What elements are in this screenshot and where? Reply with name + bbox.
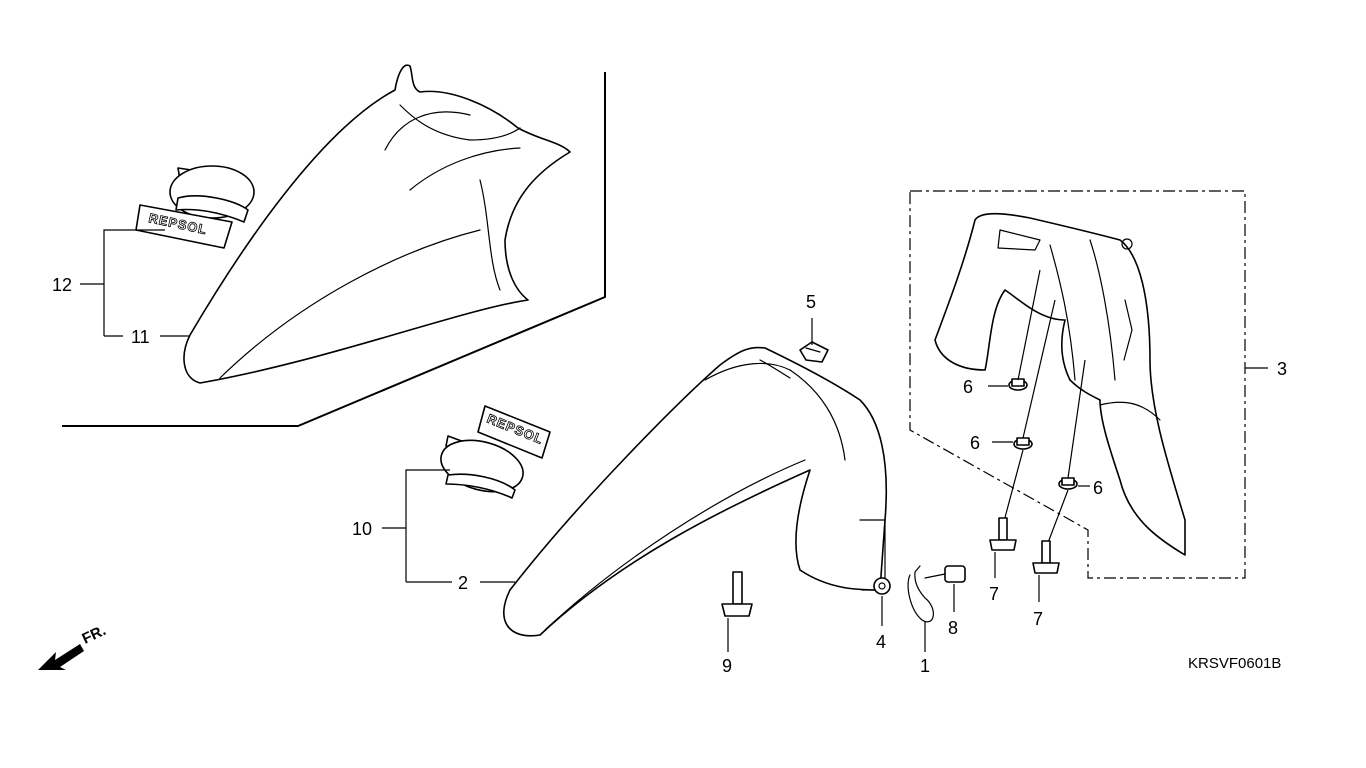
- callout-1: 1: [920, 656, 930, 676]
- bolt-8: [924, 565, 966, 583]
- callout-7-left: 7: [989, 584, 999, 604]
- flange-bolt-left: [989, 517, 1017, 551]
- bolt-9: [721, 571, 753, 617]
- collar: [873, 577, 891, 595]
- callout-2: 2: [458, 573, 468, 593]
- inset-frame: [62, 72, 606, 427]
- callout-6-upper: 6: [963, 377, 973, 397]
- drawing-code: KRSVF0601B: [1188, 655, 1281, 672]
- callout-5: 5: [806, 292, 816, 312]
- callout-11: 11: [131, 327, 150, 347]
- clip-nut: [799, 341, 829, 363]
- grommet-lower: [1058, 477, 1078, 490]
- leader-lines: [80, 229, 1268, 652]
- grommet-upper: [1008, 378, 1028, 391]
- inset-front-fender: [183, 64, 571, 384]
- inset-decal-set: [135, 165, 255, 249]
- callout-10: 10: [352, 519, 372, 539]
- main-front-fender: [503, 346, 888, 637]
- front-direction-indicator: FR.: [38, 622, 109, 670]
- callout-8: 8: [948, 618, 958, 638]
- callout-3: 3: [1277, 359, 1287, 379]
- callout-7-right: 7: [1033, 609, 1043, 629]
- inner-fender: [934, 212, 1186, 556]
- callout-9: 9: [722, 656, 732, 676]
- grommet-group: [1002, 269, 1086, 549]
- grommet-middle: [1013, 437, 1033, 450]
- hose-clamp: [907, 565, 934, 623]
- callout-6-lower: 6: [1093, 478, 1103, 498]
- callout-labels: 12 11 10 2 5 3 6 6 6 7 7 4 8 1 9: [52, 275, 1287, 676]
- callout-6-middle: 6: [970, 433, 980, 453]
- flange-bolt-right: [1032, 540, 1060, 574]
- flange-bolt-group: [989, 517, 1060, 574]
- callout-4: 4: [876, 632, 886, 652]
- inner-fender-box: [909, 190, 1246, 579]
- callout-12: 12: [52, 275, 72, 295]
- front-arrow-icon: [38, 644, 84, 670]
- direction-label: FR.: [80, 622, 109, 648]
- main-decal-set: [440, 405, 551, 499]
